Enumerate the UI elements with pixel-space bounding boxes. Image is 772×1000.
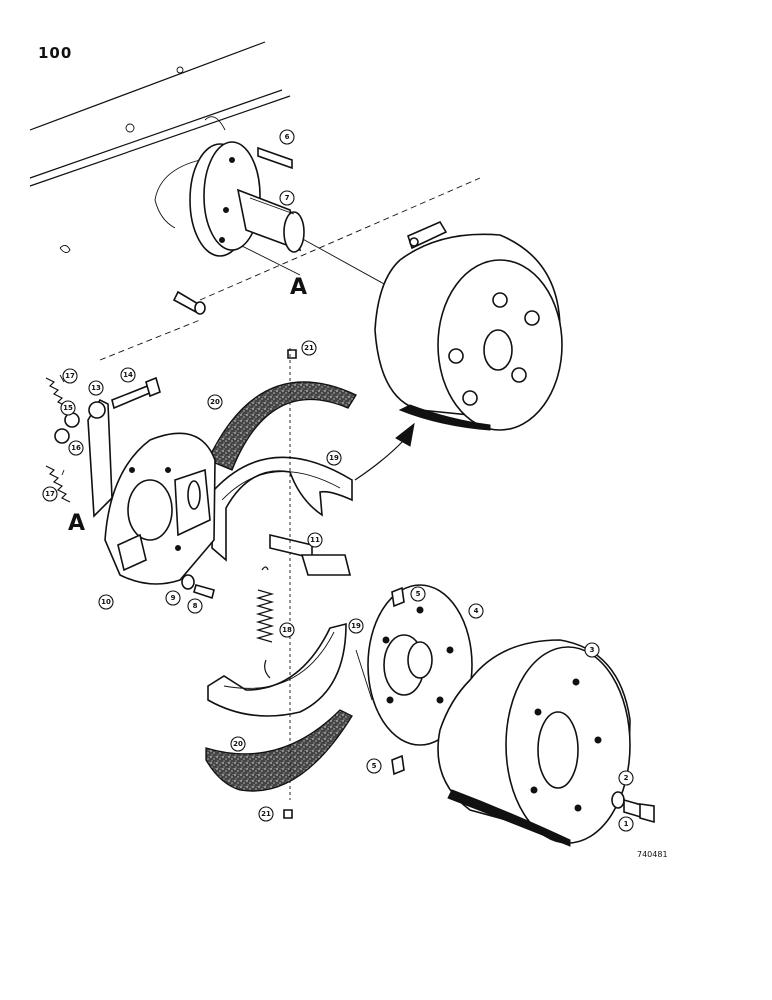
callout-19-upper: 19 xyxy=(326,450,342,466)
svg-text:21: 21 xyxy=(261,810,271,818)
svg-text:7: 7 xyxy=(285,194,290,202)
svg-text:19: 19 xyxy=(351,622,361,630)
axle-beam xyxy=(29,41,291,253)
lower-brake-shoe xyxy=(207,622,347,717)
leader-lines xyxy=(59,348,291,800)
callout-15: 15 xyxy=(60,400,76,416)
callout-6: 6 xyxy=(279,129,295,145)
drawing-code: 740481 xyxy=(637,850,668,859)
svg-text:5: 5 xyxy=(416,590,421,598)
callout-8: 8 xyxy=(187,598,203,614)
svg-text:9: 9 xyxy=(171,594,176,602)
svg-text:14: 14 xyxy=(123,371,133,379)
svg-text:20: 20 xyxy=(233,740,243,748)
callout-13: 13 xyxy=(88,380,104,396)
svg-text:6: 6 xyxy=(285,133,290,141)
svg-text:2: 2 xyxy=(624,774,629,782)
callout-21-lower: 21 xyxy=(258,806,274,822)
reference-letter-a-upper: A xyxy=(290,275,307,300)
callout-2: 2 xyxy=(618,770,634,786)
upper-brake-shoe xyxy=(211,456,353,562)
svg-text:19: 19 xyxy=(329,454,339,462)
callout-7: 7 xyxy=(279,190,295,206)
callout-4: 4 xyxy=(468,603,484,619)
upper-lining xyxy=(207,381,357,471)
upper-rivet xyxy=(287,349,297,359)
callout-21-upper: 21 xyxy=(301,340,317,356)
svg-text:5: 5 xyxy=(372,762,377,770)
svg-text:20: 20 xyxy=(210,398,220,406)
callout-11: 11 xyxy=(307,532,323,548)
svg-text:17: 17 xyxy=(45,490,55,498)
callout-1: 1 xyxy=(618,816,634,832)
callout-19-lower: 19 xyxy=(348,618,364,634)
lever-arm xyxy=(87,398,113,518)
lower-brake-drum xyxy=(437,639,631,847)
svg-text:3: 3 xyxy=(590,646,595,654)
svg-text:8: 8 xyxy=(193,602,198,610)
spindle-flange xyxy=(154,116,305,257)
return-spring xyxy=(255,566,275,679)
backing-plate xyxy=(104,432,216,585)
callout-20-upper: 20 xyxy=(207,394,223,410)
callout-17-lower: 17 xyxy=(42,486,58,502)
callout-18: 18 xyxy=(279,622,295,638)
upper-stud xyxy=(391,586,405,608)
svg-text:18: 18 xyxy=(282,626,292,634)
callout-20-lower: 20 xyxy=(230,736,246,752)
bolt-8 xyxy=(193,584,215,600)
direction-arrow xyxy=(354,422,415,481)
lower-rivet xyxy=(283,809,293,819)
svg-text:21: 21 xyxy=(304,344,314,352)
bolt-1 xyxy=(623,798,655,824)
callout-3: 3 xyxy=(584,642,600,658)
callout-14: 14 xyxy=(120,367,136,383)
svg-text:11: 11 xyxy=(310,536,320,544)
callout-5-lower: 5 xyxy=(366,758,382,774)
lower-spring xyxy=(45,465,71,503)
svg-text:10: 10 xyxy=(101,598,111,606)
wheel-hub xyxy=(355,584,473,746)
callout-5-upper: 5 xyxy=(410,586,426,602)
svg-text:17: 17 xyxy=(65,372,75,380)
reference-letter-a-lower: A xyxy=(68,511,85,536)
cam-shaft xyxy=(269,533,352,576)
svg-text:15: 15 xyxy=(63,404,73,412)
callout-9: 9 xyxy=(165,590,181,606)
svg-text:16: 16 xyxy=(71,444,81,452)
lower-stud xyxy=(391,754,405,776)
upper-brake-drum xyxy=(374,220,563,431)
callout-16: 16 xyxy=(68,440,84,456)
lower-lining xyxy=(205,709,353,792)
bolt xyxy=(172,290,206,315)
svg-text:4: 4 xyxy=(474,607,479,615)
key xyxy=(257,146,293,170)
page-number: 100 xyxy=(38,44,73,62)
washer-9 xyxy=(181,574,195,590)
callout-10: 10 xyxy=(98,594,114,610)
washer-2 xyxy=(611,791,625,809)
svg-text:13: 13 xyxy=(91,384,101,392)
callout-17-upper: 17 xyxy=(62,368,78,384)
bolt-14 xyxy=(111,376,161,410)
svg-text:1: 1 xyxy=(624,820,629,828)
washer-and-nut xyxy=(54,412,80,444)
